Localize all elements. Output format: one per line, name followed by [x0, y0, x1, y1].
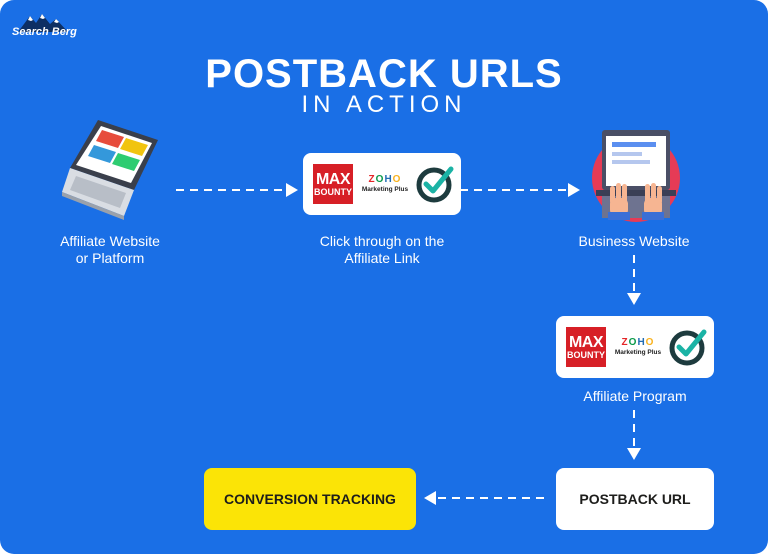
affiliate-website-label-line1: Affiliate Website [60, 233, 160, 249]
maxbounty-logo: MAX BOUNTY [313, 164, 353, 204]
dashed-arrow-icon [627, 410, 641, 460]
affiliate-website-label-line2: or Platform [75, 250, 145, 266]
page-subtitle: IN ACTION [301, 91, 467, 118]
zoho-letter-3: H [384, 173, 393, 185]
postback-url-box: POSTBACK URL [556, 468, 714, 530]
click-through-label: Click through on the Affiliate Link [290, 233, 474, 267]
conversion-tracking-box: CONVERSION TRACKING [204, 468, 416, 530]
maxbounty-logo-bottom: BOUNTY [567, 349, 605, 360]
laptop-icon [62, 120, 158, 220]
zoho-letter-3: H [637, 336, 646, 348]
zoho-letter-1: Z [621, 336, 629, 348]
click-through-label-line2: Affiliate Link [344, 250, 420, 266]
zoho-wordmark: ZOHO [622, 337, 655, 348]
affiliate-program-logos-card: MAX BOUNTY ZOHO Marketing Plus [556, 316, 714, 378]
affiliate-program-label: Affiliate Program [583, 388, 687, 404]
page-title: POSTBACK URLS [205, 52, 563, 96]
zoho-marketing-plus-logo: ZOHO Marketing Plus [611, 331, 665, 361]
business-website-icon [592, 130, 680, 222]
mountain-logo-icon [18, 14, 68, 32]
zoho-product-name: Marketing Plus [361, 185, 409, 193]
zoho-marketing-plus-logo: ZOHO Marketing Plus [358, 168, 412, 198]
dashed-arrow-icon [424, 491, 544, 505]
dashed-arrow-icon [176, 183, 298, 197]
maxbounty-logo-top: MAX [315, 170, 351, 188]
zoho-letter-4: O [645, 336, 655, 348]
affiliate-website-label: Affiliate Website or Platform [30, 233, 190, 267]
zoho-letter-2: O [628, 336, 638, 348]
check-circle-icon [416, 166, 454, 203]
logo-text: Search Berg [12, 26, 77, 38]
zoho-letter-1: Z [368, 173, 376, 185]
maxbounty-logo: MAX BOUNTY [566, 327, 606, 367]
check-circle-icon [669, 329, 707, 366]
zoho-product-name: Marketing Plus [614, 348, 662, 356]
dashed-arrow-icon [627, 255, 641, 305]
zoho-letter-2: O [375, 173, 385, 185]
dashed-arrow-icon [460, 183, 580, 197]
click-through-label-line1: Click through on the [319, 233, 445, 249]
zoho-wordmark: ZOHO [369, 174, 402, 185]
maxbounty-logo-top: MAX [568, 333, 604, 351]
business-website-label: Business Website [578, 233, 690, 249]
maxbounty-logo-bottom: BOUNTY [314, 186, 352, 197]
zoho-letter-4: O [392, 173, 402, 185]
affiliate-link-logos-card: MAX BOUNTY ZOHO Marketing Plus [303, 153, 461, 215]
